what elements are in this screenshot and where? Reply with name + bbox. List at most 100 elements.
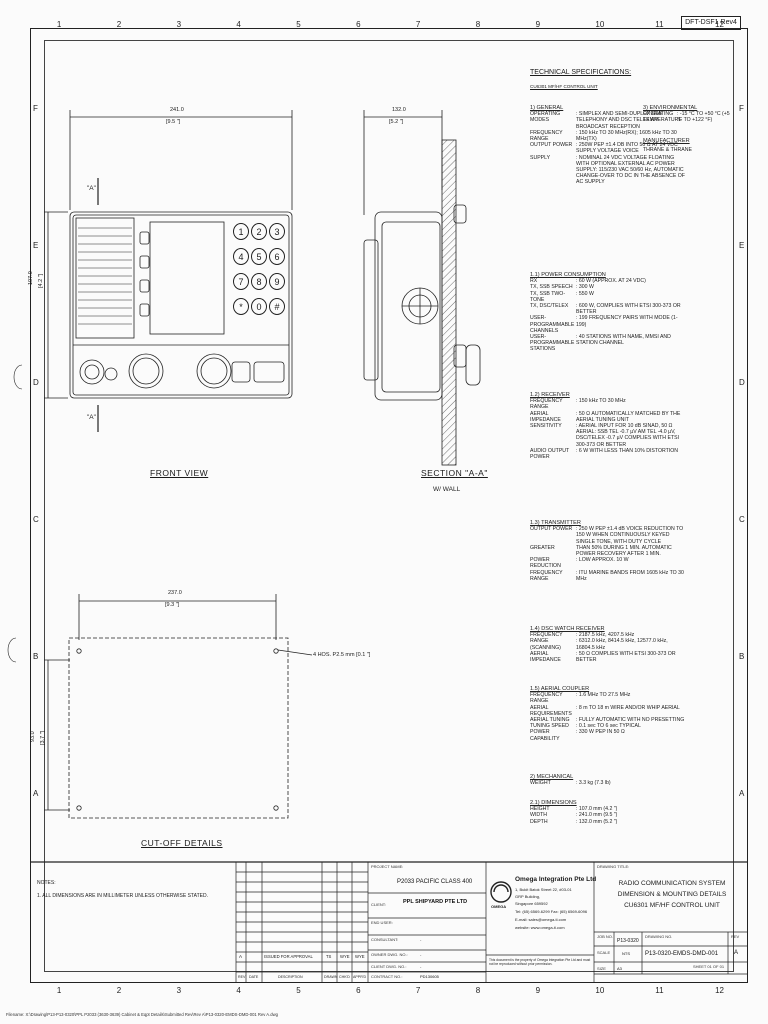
spec-row: AERIAL TUNING: FULLY AUTOMATIC WITH NO P…	[530, 717, 692, 723]
company-addr-2: GRP Building,	[515, 894, 541, 899]
spec-row: DEPTH: 132.0 mm (5.2 ")	[530, 819, 692, 825]
spec-key: GREATER	[530, 544, 555, 551]
client-dwg: -	[420, 964, 422, 969]
spec-heading: 2.1) DIMENSIONS	[530, 800, 577, 806]
spec-row: OUTPUT POWER: 250W PEP ±1.4 DB INTO 50 Ω…	[530, 142, 692, 154]
column-marker: 3	[176, 986, 182, 995]
holes-note: 4 HOS. P2.5 mm [0.1 "]	[313, 652, 371, 658]
spec-row: OPERATING MODES: SIMPLEX AND SEMI-DUPLEX…	[530, 111, 692, 130]
spec-value: : 3.3 kg (7.3 lb)	[576, 780, 611, 787]
column-marker: 9	[535, 20, 541, 29]
spec-row: POWER CAPABILITY: 330 W PEP IN 50 Ω	[530, 729, 692, 741]
spec-row: FREQUENCY RANGE: 150 kHz TO 30 MHz	[530, 398, 692, 410]
specs-subtitle: CU6301 MF/HF CONTROL UNIT	[530, 84, 598, 89]
spec-value: : 550 W	[576, 290, 594, 297]
spec-value: : 6 W WITH LESS THAN 10% DISTORTION	[576, 447, 679, 454]
project-label: PROJECT NAME:	[371, 864, 404, 869]
dim-width-in: [9.5 "]	[166, 119, 181, 125]
drawing-no: P13-0320-EMDS-DMD-001	[645, 951, 719, 957]
company-addr-3: Singapore 659592	[515, 901, 548, 906]
column-marker: 1	[56, 20, 62, 29]
rev-hdr-date: DATE	[249, 975, 259, 979]
rev-hdr-by: DRAWN	[324, 975, 338, 979]
row-marker: B	[739, 651, 745, 661]
spec-row: RANGE (SCANNING): 6312.0 kHz, 8414.5 kHz…	[530, 638, 692, 650]
spec-key: TX, SSB SPEECH	[530, 284, 573, 291]
job-no: P13-0320	[617, 938, 639, 944]
rev-row-chk: WYE	[340, 954, 350, 959]
size-label: SIZE	[597, 966, 606, 971]
spec-heading: 1.3) TRANSMITTER	[530, 520, 581, 526]
column-marker: 4	[236, 20, 241, 29]
keypad-key: *	[233, 298, 249, 315]
spec-value: : -15 °C TO +50 °C (+5 °F TO +122 °F)	[677, 111, 730, 124]
rev-hdr-appd: APPR'D	[353, 975, 367, 979]
spec-power: 1.1) POWER CONSUMPTION RX: 60 W (APPROX.…	[530, 272, 692, 353]
spec-row: WEIGHT: 3.3 kg (7.3 lb)	[530, 780, 692, 786]
spec-row: OPERATING TEMPERATURE: -15 °C TO +50 °C …	[643, 111, 735, 123]
row-marker: A	[739, 788, 745, 798]
rev-tag: DFT-DSF1 Rev4	[681, 16, 741, 30]
rev-hdr-desc: DESCRIPTION	[278, 975, 303, 979]
section-marker-bottom: "A"	[87, 414, 96, 421]
spec-row: AERIAL REQUIREMENTS: 8 m TO 18 m WIRE AN…	[530, 705, 692, 717]
row-marker: B	[33, 651, 39, 661]
spec-value: : LOW APPROX. 10 W	[576, 557, 629, 564]
spec-key: POWER REDUCTION	[530, 557, 561, 570]
spec-row: FREQUENCY RANGE: ITU MARINE BANDS FROM 1…	[530, 570, 692, 582]
column-marker: 12	[715, 986, 724, 995]
spec-value: : 250 W PEP ±1.4 dB VOICE REDUCTION TO 1…	[576, 526, 684, 545]
spec-value: : 2187.5 kHz, 4207.5 kHz	[576, 632, 635, 639]
project-name: P2033 PACIFIC CLASS 400	[397, 879, 473, 885]
spec-heading: 3) ENVIRONMENTAL	[643, 105, 698, 111]
row-marker: C	[739, 514, 745, 524]
column-marker: 10	[595, 986, 605, 995]
omega-logo: OMEGA	[491, 904, 507, 909]
drawing-title-3: CU6301 MF/HF CONTROL UNIT	[624, 902, 720, 909]
end-user-label: END USER:	[371, 920, 393, 925]
scale-label: SCALE	[597, 950, 611, 955]
spec-mechanical: 2) MECHANICAL WEIGHT: 3.3 kg (7.3 lb)	[530, 774, 692, 786]
spec-heading: 1) GENERAL	[530, 105, 564, 111]
drawing-title-1: RADIO COMMUNICATION SYSTEM	[618, 880, 726, 887]
keypad-key: 6	[269, 248, 285, 265]
company-web: website: www.omega-ti.com	[515, 925, 565, 930]
dim-depth: 132.0	[392, 107, 406, 113]
spec-value: : 300 W	[576, 284, 594, 291]
drawing-title-2: DIMENSION & MOUNTING DETAILS	[617, 891, 727, 898]
keypad-key: 4	[233, 248, 249, 265]
spec-value: : 330 W PEP IN 50 Ω	[576, 729, 625, 736]
column-marker: 12	[715, 20, 724, 29]
spec-row: WIDTH: 241.0 mm (9.5 ")	[530, 812, 692, 818]
spec-heading: 1.5) AERIAL COUPLER	[530, 686, 590, 692]
spec-general: 1) GENERAL OPERATING MODES: SIMPLEX AND …	[530, 105, 692, 186]
disclaimer: This document is the property of Omega I…	[489, 958, 591, 967]
spec-key: DEPTH	[530, 818, 548, 825]
spec-key: FREQUENCY RANGE	[530, 129, 563, 143]
row-marker: D	[739, 377, 745, 387]
column-marker: 11	[655, 986, 664, 995]
spec-key: AERIAL TUNING	[530, 717, 570, 724]
spec-key: OUTPUT POWER	[530, 526, 573, 533]
section-marker-top: "A"	[87, 185, 96, 192]
company-addr-1: 1, Bukit Batok Street 22, #03-01	[515, 887, 572, 892]
cut-width-in: [9.3 "]	[165, 602, 180, 608]
column-marker: 7	[415, 986, 421, 995]
column-marker: 8	[475, 20, 481, 29]
spec-value: : 250W PEP ±1.4 DB INTO 50 Ω AT 24 VDC S…	[576, 142, 678, 155]
spec-value: : 107.0 mm (4.2 ")	[576, 806, 618, 813]
company-tel: Tel: (65) 6569-6299 Fax: (65) 6569-6096	[515, 909, 588, 914]
spec-value: : 150 kHz TO 30 MHz	[576, 398, 626, 405]
column-marker: 1	[56, 986, 62, 995]
scale: NTS	[622, 951, 630, 956]
spec-value: : 600 W, COMPLIES WITH ETSI 300-373 OR B…	[576, 303, 681, 316]
rev-label: REV	[731, 934, 740, 939]
column-marker: 5	[296, 20, 301, 29]
column-marker: 4	[236, 986, 241, 995]
consultant: -	[420, 937, 422, 942]
row-marker: C	[33, 514, 39, 524]
drawing-title-label: DRAWING TITLE:	[597, 864, 630, 869]
column-marker: 8	[475, 986, 481, 995]
